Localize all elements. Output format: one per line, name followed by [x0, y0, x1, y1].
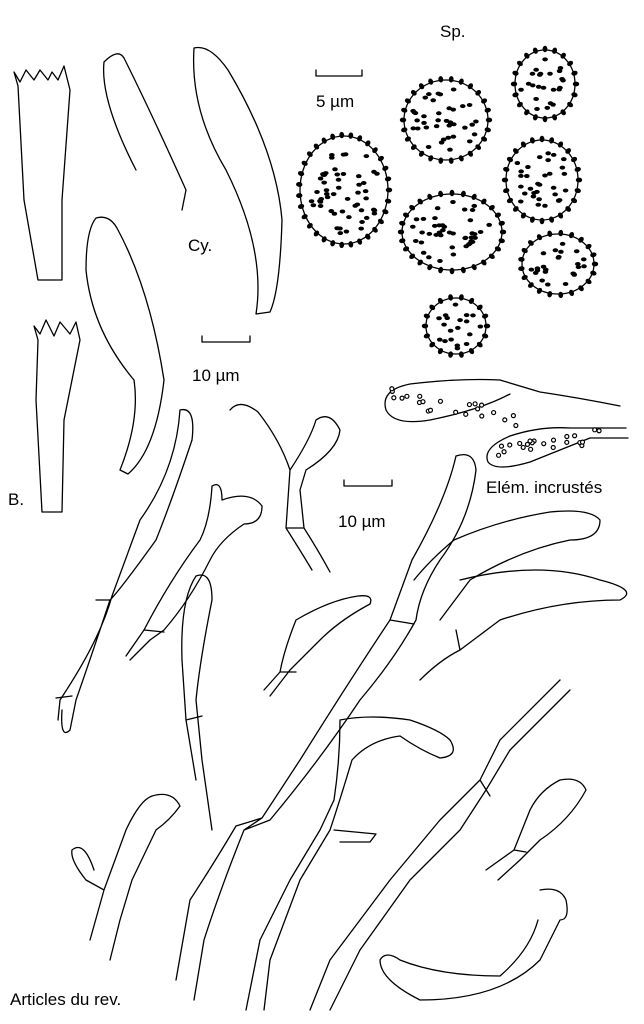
spore	[518, 229, 599, 299]
spore	[397, 189, 507, 275]
spores-label: Sp.	[440, 22, 466, 41]
cystidium-3	[85, 216, 165, 475]
encrustations	[389, 386, 602, 458]
spore	[501, 135, 583, 225]
spores	[296, 45, 599, 358]
basidia-label: B.	[8, 490, 25, 509]
spore	[510, 45, 580, 123]
spore-scale-label: 5 µm	[316, 92, 355, 111]
cystidia-scale-label: 10 µm	[192, 366, 240, 385]
cuticle-hyphae	[55, 403, 628, 1011]
cuticle-label: Articles du rev.	[10, 990, 122, 1009]
basidium-1	[13, 65, 71, 281]
spore-scale-bar	[315, 69, 363, 77]
spore	[399, 76, 493, 164]
cystidium-2	[192, 46, 283, 315]
hyphae-scale-label: 10 µm	[338, 512, 386, 531]
cystidia-label: Cy.	[188, 236, 213, 255]
spore	[421, 294, 491, 358]
basidium-2	[33, 319, 81, 513]
cystidium-1	[102, 53, 187, 211]
encrusted-label: Elém. incrustés	[486, 478, 603, 497]
hyphae-scale-bar	[343, 479, 393, 487]
encrusted-element-2	[486, 427, 629, 468]
cystidia-scale-bar	[201, 335, 251, 343]
spore	[296, 131, 393, 249]
